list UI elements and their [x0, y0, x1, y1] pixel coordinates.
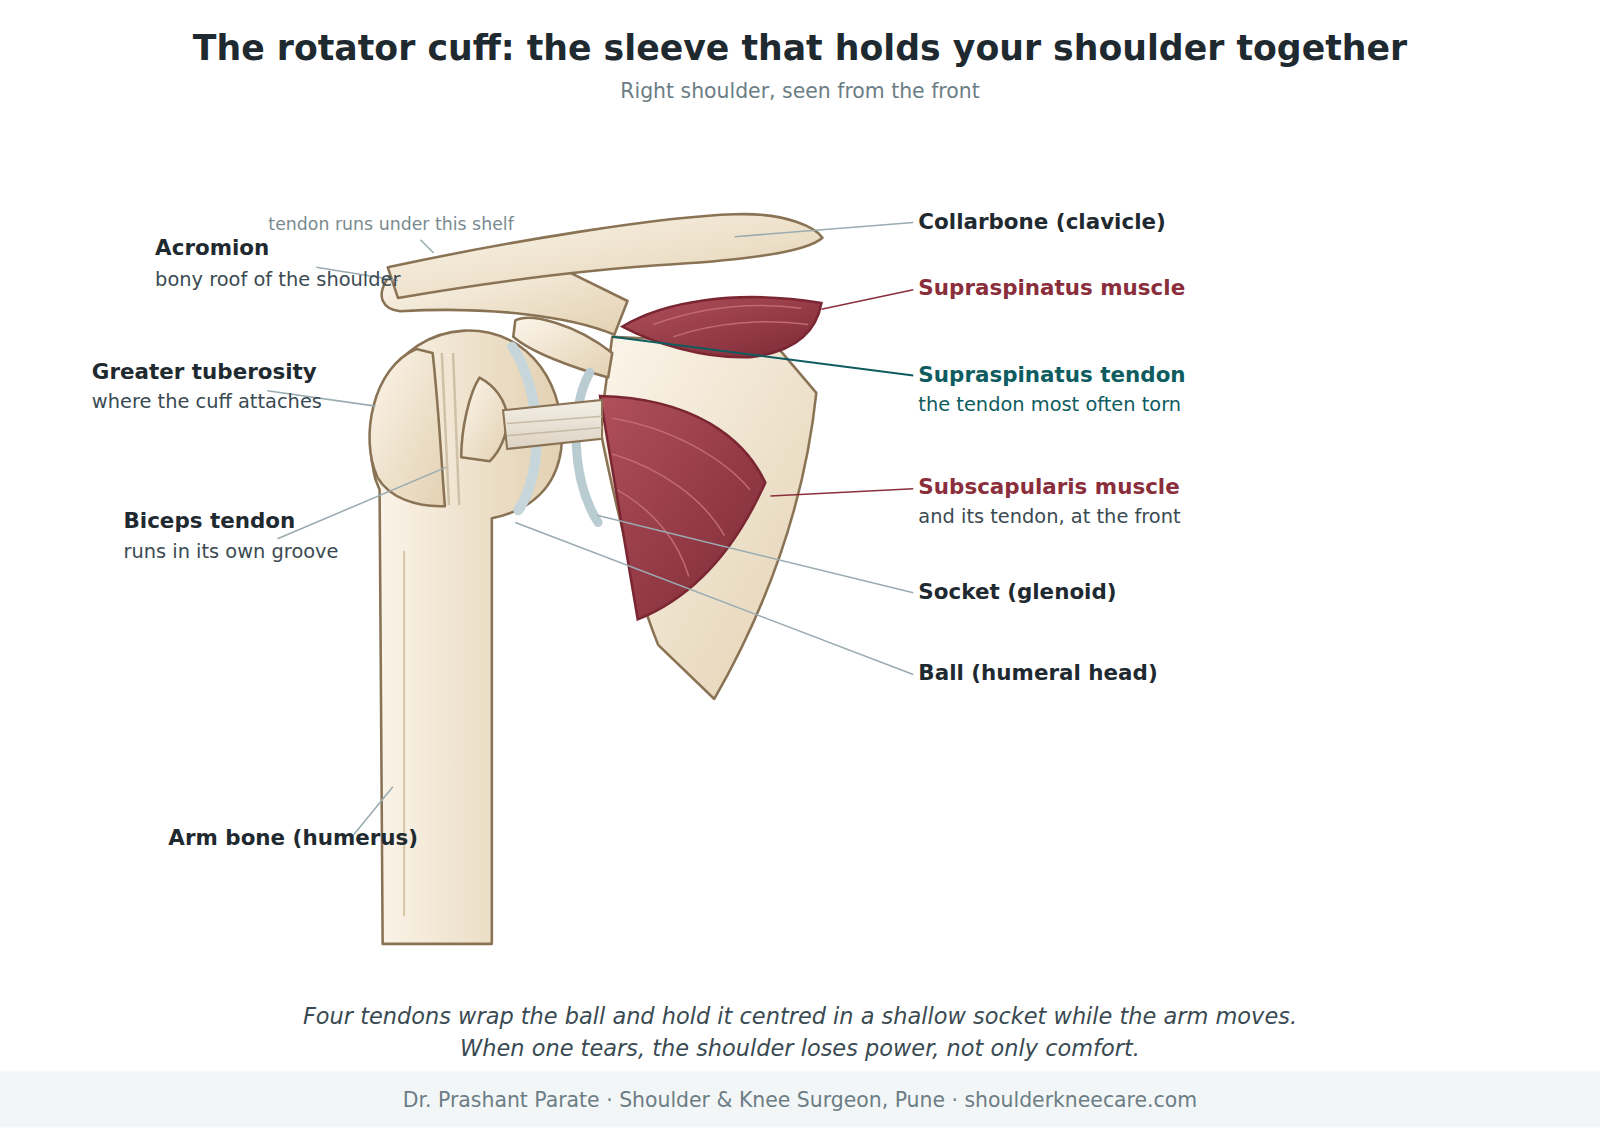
part-note: where the cuff attaches	[92, 390, 322, 413]
leader-line	[821, 290, 913, 309]
leader-line	[597, 515, 913, 593]
leader-line	[612, 337, 913, 376]
part-name: Ball (humeral head)	[918, 660, 1157, 686]
part-name: Collarbone (clavicle)	[918, 209, 1165, 235]
subtitle: Right shoulder, seen from the front	[0, 79, 1600, 103]
footer: Dr. Prashant Parate · Shoulder & Knee Su…	[0, 1088, 1600, 1112]
scapula	[600, 337, 816, 699]
biceps-groove	[442, 353, 459, 505]
part-name: Arm bone (humerus)	[168, 826, 418, 852]
part-note: bony roof of the shoulder	[155, 267, 400, 290]
muscle-fibres	[653, 306, 808, 337]
part-name: Acromion	[155, 236, 269, 262]
note: tendon runs under this shelf	[268, 213, 513, 234]
caption: Four tendons wrap the ball and hold it c…	[285, 1001, 1316, 1064]
lesser-tuberosity	[461, 378, 508, 462]
part-note: and its tendon, at the front	[918, 505, 1180, 528]
leader-line	[420, 240, 433, 253]
part-name: Biceps tendon	[123, 508, 295, 534]
leader-line	[735, 222, 914, 236]
glenoid-rim	[576, 372, 598, 522]
title: The rotator cuff: the sleeve that holds …	[0, 27, 1600, 69]
subscapularis-tendon	[503, 400, 602, 449]
muscle-fibres	[612, 418, 750, 576]
part-name: Socket (glenoid)	[918, 580, 1116, 606]
leader-line	[278, 467, 446, 538]
leader-line	[770, 489, 913, 496]
part-name: Subscapularis muscle	[918, 475, 1179, 501]
greater-tuberosity	[370, 349, 445, 506]
tendon-fibres	[507, 416, 602, 435]
part-note: the tendon most often torn	[918, 393, 1181, 416]
part-note: runs in its own groove	[123, 540, 338, 563]
supraspinatus-muscle	[622, 297, 821, 357]
leader-line	[515, 522, 913, 674]
shaft-line	[403, 551, 405, 916]
part-name: Supraspinatus tendon	[918, 362, 1185, 388]
part-name: Supraspinatus muscle	[918, 276, 1185, 302]
part-name: Greater tuberosity	[92, 359, 317, 385]
